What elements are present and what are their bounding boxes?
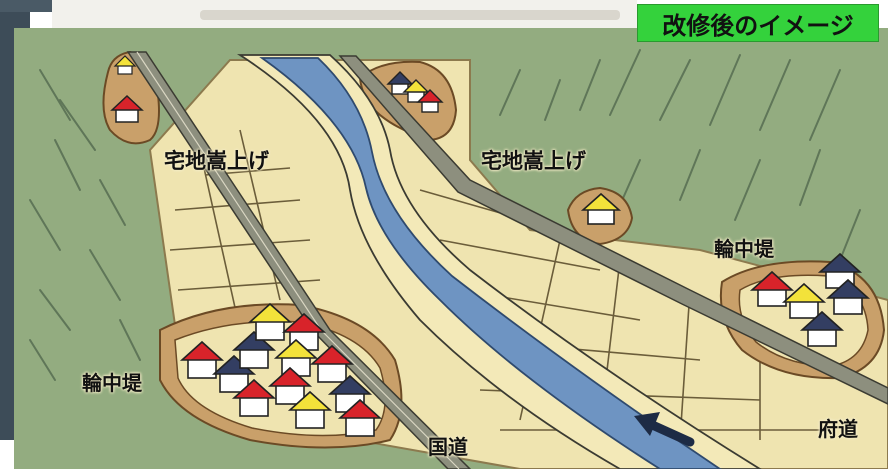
- label-raised-land-right: 宅地嵩上げ: [481, 149, 586, 173]
- house: [799, 310, 845, 347]
- house: [231, 378, 277, 417]
- bottom-white-strip: [0, 440, 14, 469]
- house: [825, 278, 871, 315]
- dark-photo-strip-edge: [0, 0, 52, 12]
- house: [231, 330, 277, 369]
- house: [402, 79, 430, 103]
- house: [110, 94, 144, 123]
- flow-direction-arrow-icon: [634, 412, 695, 447]
- houses-middle-mound: [580, 192, 622, 225]
- houses-left-levee: [179, 302, 383, 437]
- label-ring-levee-left: 輪中堤: [82, 371, 142, 395]
- house: [781, 282, 827, 319]
- house: [749, 270, 795, 307]
- house: [179, 340, 225, 379]
- house: [113, 55, 137, 75]
- prefectural-road: [338, 55, 888, 405]
- label-national-road: 国道: [428, 435, 468, 459]
- house: [247, 302, 293, 341]
- house: [337, 398, 383, 437]
- house: [267, 366, 313, 405]
- label-prefectural-road: 府道: [818, 417, 858, 441]
- house: [416, 89, 444, 113]
- house: [580, 192, 622, 225]
- houses-left-mound: [110, 55, 144, 123]
- label-raised-land-left: 宅地嵩上げ: [164, 149, 269, 173]
- house: [287, 390, 333, 429]
- label-ring-levee-right: 輪中堤: [714, 237, 774, 261]
- house: [309, 344, 355, 383]
- houses-top-mound: [386, 71, 444, 113]
- title-badge: 改修後のイメージ: [637, 4, 879, 42]
- houses-right-levee: [749, 252, 871, 347]
